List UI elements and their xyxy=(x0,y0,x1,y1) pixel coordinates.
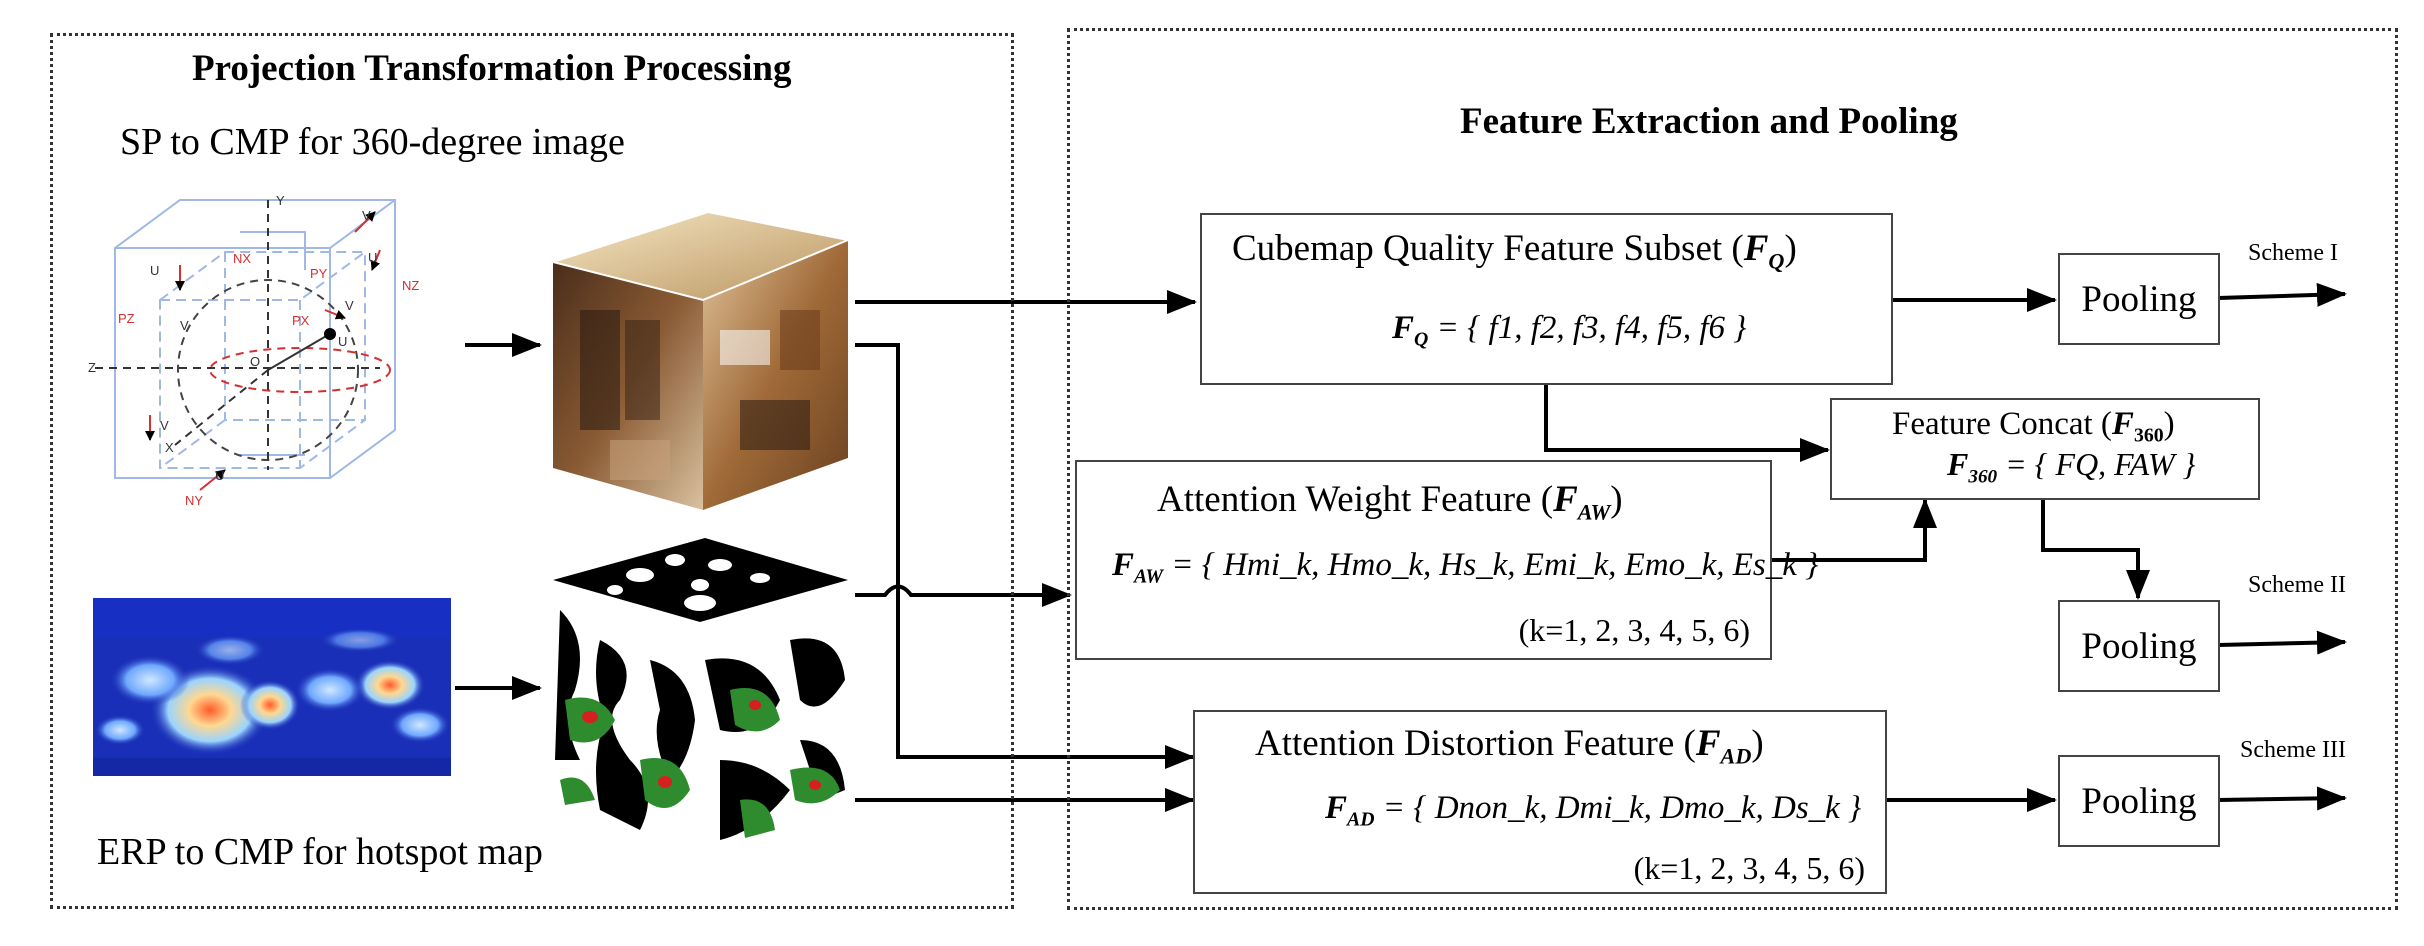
svg-text:Z: Z xyxy=(88,360,96,375)
cubemap-to-concat-arrow xyxy=(1544,385,1830,462)
attention-weight-feature-box: Attention Weight Feature (FAW) FAW = { H… xyxy=(1075,460,1818,660)
svg-text:V: V xyxy=(345,298,354,313)
feature-panel xyxy=(1067,28,2398,910)
feature-concat-title: Feature Concat (F360) xyxy=(1892,406,2175,447)
cubemap-quality-feature-box: Cubemap Quality Feature Subset (FQ) FQ =… xyxy=(1200,213,1893,385)
attention-distortion-k-range: (k=1, 2, 3, 4, 5, 6) xyxy=(1633,850,1865,886)
attention-weight-title: Attention Weight Feature (FAW) xyxy=(1157,479,1623,525)
svg-text:U: U xyxy=(150,263,159,278)
feature-concat-box: Feature Concat (F360) F360 = { FQ, FAW } xyxy=(1830,398,2260,500)
svg-text:NY: NY xyxy=(185,493,203,508)
hotspot-cubemap xyxy=(553,538,848,855)
projection-panel xyxy=(50,33,1014,909)
erp-hotspot-heatmap xyxy=(93,598,451,776)
hotspot-to-weight-arrow xyxy=(855,583,1072,607)
svg-text:U: U xyxy=(368,250,377,265)
svg-text:PZ: PZ xyxy=(118,311,135,326)
feature-concat-formula: F360 = { FQ, FAW } xyxy=(1947,446,2196,488)
scheme-1-output-arrow xyxy=(2217,282,2347,307)
sp-to-cmp-caption: SP to CMP for 360-degree image xyxy=(120,121,625,163)
room-cubemap-image xyxy=(549,210,852,510)
svg-text:Y: Y xyxy=(276,193,285,208)
scheme-2-output-arrow xyxy=(2217,630,2347,655)
weight-to-concat-arrow xyxy=(1772,498,1937,562)
room-to-distortion-arrow xyxy=(855,343,1195,769)
scheme-1-label: Scheme I xyxy=(2248,240,2338,266)
svg-text:U: U xyxy=(215,468,224,483)
scheme-3-label: Scheme III xyxy=(2240,737,2346,763)
scheme-2-label: Scheme II xyxy=(2248,572,2346,598)
sphere-projection-figure: NX PY PZ NZ NY PX Y Z X O V U U V V U U … xyxy=(88,193,419,508)
attention-distortion-formula: FAD = { Dnon_k, Dmi_k, Dmo_k, Ds_k } xyxy=(1325,790,1862,831)
concat-to-pooling-arrow xyxy=(2041,500,2150,600)
svg-text:NX: NX xyxy=(233,251,251,266)
attention-distortion-feature-box: Attention Distortion Feature (FAD) FAD =… xyxy=(1193,710,1887,894)
pooling-box-3: Pooling xyxy=(2058,755,2220,847)
attention-weight-k-range: (k=1, 2, 3, 4, 5, 6) xyxy=(1518,612,1750,648)
pooling-box-2: Pooling xyxy=(2058,600,2220,692)
svg-text:PY: PY xyxy=(310,266,328,281)
svg-text:O: O xyxy=(250,354,260,369)
svg-text:V: V xyxy=(180,318,189,333)
cubemap-quality-feature-title: Cubemap Quality Feature Subset (FQ) xyxy=(1232,228,1797,274)
svg-text:V: V xyxy=(362,208,371,223)
svg-text:X: X xyxy=(165,440,174,455)
svg-text:V: V xyxy=(160,418,169,433)
attention-distortion-title: Attention Distortion Feature (FAD) xyxy=(1255,723,1764,769)
cubemap-quality-formula: FQ = { f1, f2, f3, f4, f5, f6 } xyxy=(1392,310,1747,351)
svg-text:NZ: NZ xyxy=(402,278,419,293)
erp-to-cmp-caption: ERP to CMP for hotspot map xyxy=(97,831,543,873)
pooling-box-1: Pooling xyxy=(2058,253,2220,345)
svg-text:PX: PX xyxy=(292,313,310,328)
feature-panel-title: Feature Extraction and Pooling xyxy=(1460,101,1958,142)
svg-text:U: U xyxy=(338,334,347,349)
projection-panel-title: Projection Transformation Processing xyxy=(192,48,792,89)
attention-weight-formula: FAW = { Hmi_k, Hmo_k, Hs_k, Emi_k, Emo_k… xyxy=(1112,547,1819,588)
scheme-3-output-arrow xyxy=(2217,786,2347,811)
